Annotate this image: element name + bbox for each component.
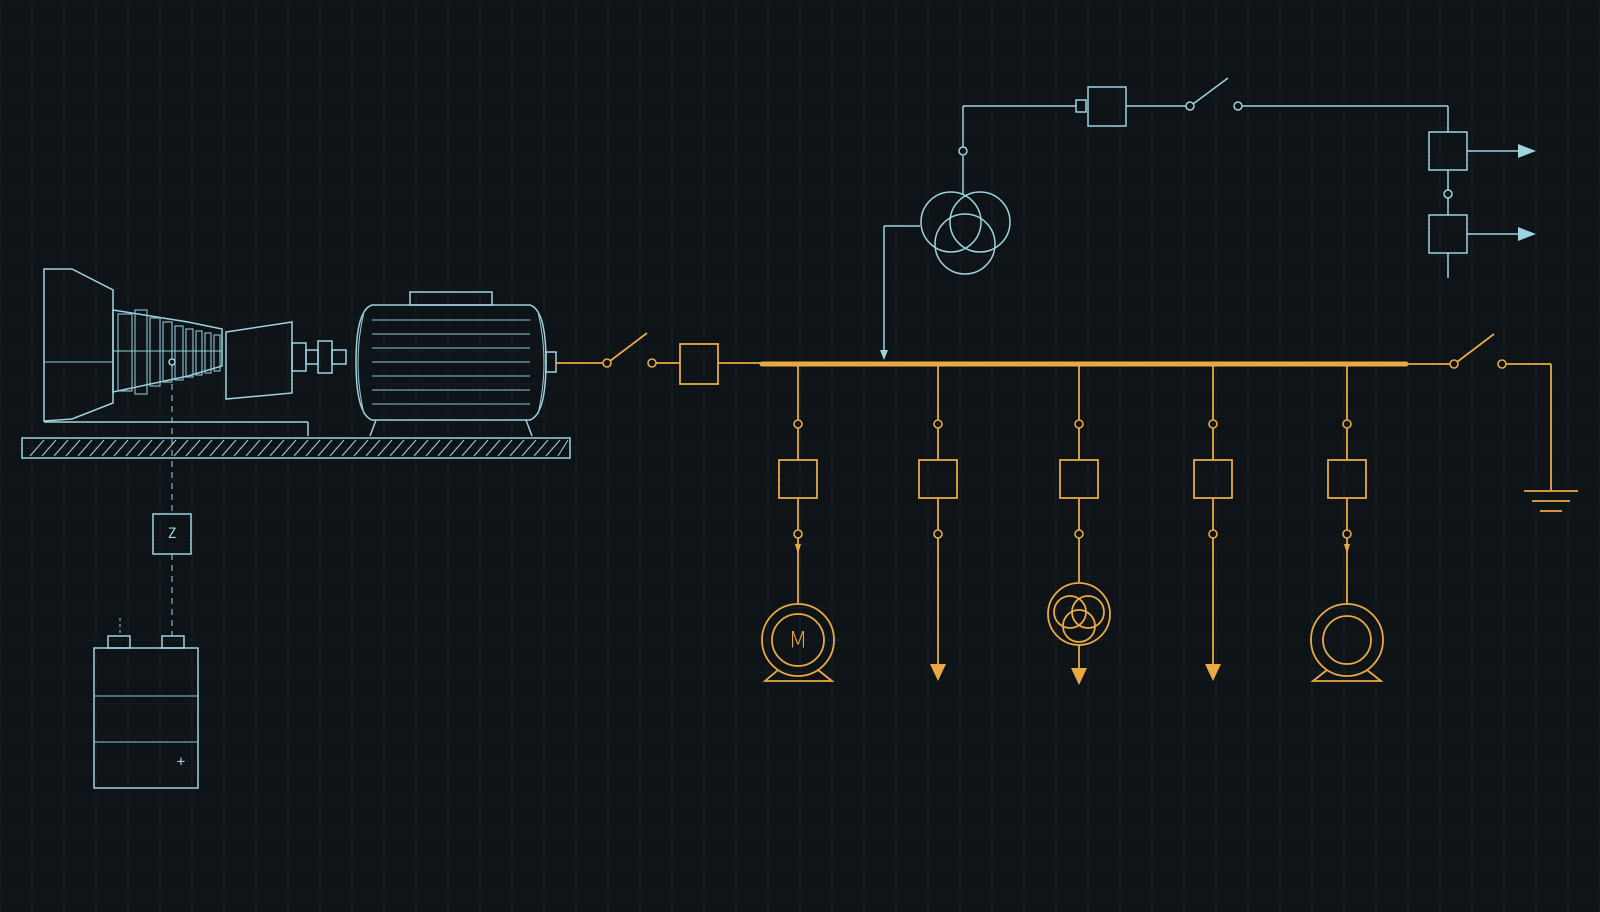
hatch-line — [365, 439, 381, 457]
hatch-line — [377, 439, 393, 457]
relay-symbol: Z — [168, 526, 176, 542]
circuit-breaker-icon — [1059, 459, 1099, 499]
generator-feed — [556, 332, 762, 385]
hatch-line — [89, 439, 105, 457]
hatch-line — [473, 439, 489, 457]
motor-icon: M — [761, 603, 835, 682]
hatch-line — [221, 439, 237, 457]
hatch-line — [533, 439, 549, 457]
disconnect-switch-icon — [1456, 333, 1495, 363]
circuit-breaker-icon — [1327, 459, 1367, 499]
feeder-load-1 — [918, 366, 958, 681]
circuit-breaker-icon — [1193, 459, 1233, 499]
feeder-load-2 — [1193, 366, 1233, 681]
hatch-line — [101, 439, 117, 457]
hatch-line — [341, 439, 357, 457]
hatch-line — [173, 439, 189, 457]
transformer-icon — [920, 191, 1011, 275]
hatch-line — [233, 439, 249, 457]
hatch-line — [401, 439, 417, 457]
hatch-line — [413, 439, 429, 457]
hatch-line — [545, 439, 561, 457]
circuit-breaker-icon — [1428, 214, 1468, 254]
load-arrow-icon — [1518, 144, 1536, 158]
hatch-line — [53, 439, 69, 457]
foundation-base — [21, 437, 571, 459]
generator-icon — [355, 291, 557, 437]
hatch-line — [509, 439, 525, 457]
hatch-line — [185, 439, 201, 457]
circuit-breaker-icon — [1428, 131, 1468, 171]
load-arrow-icon — [1518, 227, 1536, 241]
feeder-generator — [1310, 366, 1384, 682]
control-circuit: Z — [119, 340, 192, 636]
disconnect-switch-icon — [609, 332, 648, 362]
hatch-line — [449, 439, 465, 457]
hatch-line — [305, 439, 321, 457]
hatch-line — [245, 439, 261, 457]
generator-icon — [1310, 603, 1384, 682]
hatch-line — [485, 439, 501, 457]
hatch-line — [293, 439, 309, 457]
hatch-line — [497, 439, 513, 457]
circuit-breaker-icon — [778, 459, 818, 499]
hatch-line — [41, 439, 57, 457]
motor-label: M — [789, 629, 808, 654]
hatch-line — [461, 439, 477, 457]
hatch-line — [353, 439, 369, 457]
feeder-group: M — [761, 366, 1384, 685]
hatch-line — [65, 439, 81, 457]
hatch-line — [257, 439, 273, 457]
battery-terminal-label: + — [177, 754, 185, 770]
hatch-line — [281, 439, 297, 457]
upper-circuit — [880, 77, 1536, 360]
disconnect-switch-icon — [1192, 77, 1229, 105]
hatch-line — [29, 439, 45, 457]
hatch-line — [317, 439, 333, 457]
hatch-line — [149, 439, 165, 457]
circuit-breaker-icon — [679, 343, 719, 385]
hatch-line — [161, 439, 177, 457]
gas-turbine-icon — [43, 268, 347, 436]
hatch-line — [113, 439, 129, 457]
load-arrow-icon — [1205, 664, 1221, 681]
hatch-line — [425, 439, 441, 457]
hatch-line — [137, 439, 153, 457]
circuit-breaker-icon — [918, 459, 958, 499]
hatch-line — [269, 439, 285, 457]
hatch-line — [197, 439, 213, 457]
hatch-line — [77, 439, 93, 457]
hatch-line — [209, 439, 225, 457]
load-arrow-icon — [930, 664, 946, 681]
hatch-line — [557, 439, 569, 457]
load-arrow-icon — [1071, 668, 1087, 685]
hatch-line — [125, 439, 141, 457]
battery-icon: + — [93, 635, 199, 789]
ground-icon — [1524, 490, 1578, 512]
ground-tie — [1406, 333, 1578, 512]
feeder-transformer — [1047, 366, 1111, 685]
transformer-icon — [1047, 582, 1111, 646]
hatch-line — [521, 439, 537, 457]
feeder-motor: M — [761, 366, 835, 682]
hatch-line — [329, 439, 345, 457]
hatch-line — [437, 439, 453, 457]
hatch-line — [389, 439, 405, 457]
